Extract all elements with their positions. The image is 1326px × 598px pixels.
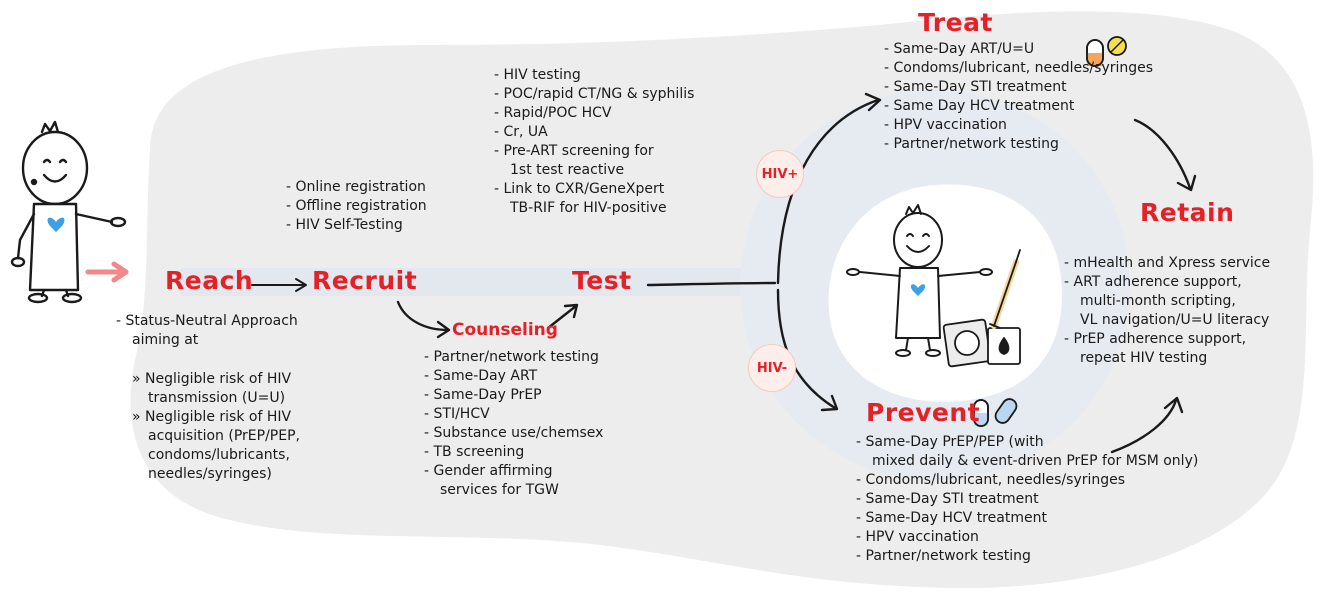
reach-point-line: acquisition (PrEP/PEP,: [148, 428, 300, 444]
test-item: - Pre-ART screening for: [494, 143, 654, 159]
left-heart-icon: [47, 217, 65, 232]
prevent-pill-icons: [973, 398, 1018, 427]
counseling-to-test-arrow: [546, 303, 579, 330]
treat-title: Treat: [918, 8, 993, 37]
prevent-item: - Same-Day HCV treatment: [856, 510, 1047, 526]
treat-item: - Same-Day ART/U=U: [884, 41, 1035, 57]
prevent-title: Prevent: [866, 398, 981, 427]
recruit-title: Recruit: [312, 266, 418, 295]
counseling-item: - Gender affirming: [424, 463, 553, 479]
treat-item: - Same-Day STI treatment: [884, 79, 1067, 95]
treat-item: - Condoms/lubricant, needles/syringes: [884, 60, 1154, 76]
hiv-positive-label: HIV+: [761, 166, 799, 182]
retain-item: - ART adherence support,: [1064, 274, 1242, 290]
test-item: - Cr, UA: [494, 124, 548, 140]
reach-intro-line: aiming at: [132, 332, 199, 348]
prevent-item: - Same-Day PrEP/PEP (with: [856, 434, 1044, 450]
reach-point-line: » Negligible risk of HIV: [132, 371, 292, 387]
prevent-item: - HPV vaccination: [856, 529, 979, 545]
retain-item: multi-month scripting,: [1080, 293, 1236, 309]
reach-point-line: transmission (U=U): [148, 390, 286, 406]
recruit-to-counseling-arrow: [396, 300, 451, 339]
recruit-item: - HIV Self-Testing: [286, 217, 403, 233]
counseling-title: Counseling: [452, 320, 558, 340]
retain-item: - PrEP adherence support,: [1064, 331, 1247, 347]
prevent-list: - Same-Day PrEP/PEP (with mixed daily & …: [856, 433, 1198, 566]
flow-band: [180, 268, 800, 296]
reach-points: » Negligible risk of HIV transmission (U…: [132, 370, 300, 484]
entry-arrow-head: [111, 261, 129, 283]
test-item: TB-RIF for HIV-positive: [510, 200, 667, 216]
test-item: 1st test reactive: [510, 162, 625, 178]
hiv-positive-badge: HIV+: [756, 150, 804, 198]
recruit-item: - Online registration: [286, 179, 426, 195]
prevent-item: - Condoms/lubricant, needles/syringes: [856, 472, 1126, 488]
test-title: Test: [572, 266, 632, 295]
recruit-list: - Online registration - Offline registra…: [286, 178, 427, 235]
reach-point-line: needles/syringes): [148, 466, 272, 482]
center-supplies: [942, 249, 1021, 368]
treat-pill-icons: [1086, 36, 1127, 67]
retain-list: - mHealth and Xpress service - ART adher…: [1064, 254, 1270, 368]
prevent-item: mixed daily & event-driven PrEP for MSM …: [872, 453, 1199, 469]
retain-title: Retain: [1140, 198, 1235, 227]
test-list: - HIV testing - POC/rapid CT/NG & syphil…: [494, 66, 694, 218]
hiv-negative-label: HIV-: [756, 360, 788, 376]
reach-point-line: » Negligible risk of HIV: [132, 409, 292, 425]
treat-to-retain-arrow: [1133, 118, 1197, 192]
center-heart-icon: [910, 284, 926, 296]
counseling-list: - Partner/network testing - Same-Day ART…: [424, 348, 603, 500]
reach-title: Reach: [165, 266, 254, 295]
treat-item: - Partner/network testing: [884, 136, 1059, 152]
treat-item: - Same Day HCV treatment: [884, 98, 1075, 114]
test-to-cycle-line: [646, 281, 777, 287]
reach-point-line: condoms/lubricants,: [148, 447, 290, 463]
reach-description: - Status-Neutral Approach aiming at: [116, 312, 298, 350]
treat-item: - HPV vaccination: [884, 117, 1007, 133]
test-item: - Link to CXR/GeneXpert: [494, 181, 665, 197]
center-white-blob: [828, 184, 1062, 402]
center-person-figure: [846, 204, 993, 357]
cycle-arc-to-treat: [776, 92, 882, 285]
hiv-negative-badge: HIV-: [748, 344, 796, 392]
reach-intro-line: - Status-Neutral Approach: [116, 313, 298, 329]
counseling-item: - Same-Day ART: [424, 368, 538, 384]
counseling-item: services for TGW: [440, 482, 559, 498]
retain-item: - mHealth and Xpress service: [1064, 255, 1271, 271]
counseling-item: - STI/HCV: [424, 406, 490, 422]
counseling-item: - Same-Day PrEP: [424, 387, 542, 403]
prevent-to-retain-arrow: [1110, 396, 1184, 454]
test-item: - Rapid/POC HCV: [494, 105, 612, 121]
counseling-item: - Partner/network testing: [424, 349, 599, 365]
left-person-figure: [10, 120, 127, 304]
prevent-item: - Same-Day STI treatment: [856, 491, 1039, 507]
treat-list: - Same-Day ART/U=U - Condoms/lubricant, …: [884, 40, 1153, 154]
recruit-item: - Offline registration: [286, 198, 427, 214]
reach-to-recruit-arrow: [251, 278, 307, 292]
counseling-item: - Substance use/chemsex: [424, 425, 604, 441]
test-item: - POC/rapid CT/NG & syphilis: [494, 86, 695, 102]
retain-item: repeat HIV testing: [1080, 350, 1208, 366]
counseling-item: - TB screening: [424, 444, 525, 460]
prevent-item: - Partner/network testing: [856, 548, 1031, 564]
test-item: - HIV testing: [494, 67, 581, 83]
retain-item: VL navigation/U=U literacy: [1080, 312, 1270, 328]
